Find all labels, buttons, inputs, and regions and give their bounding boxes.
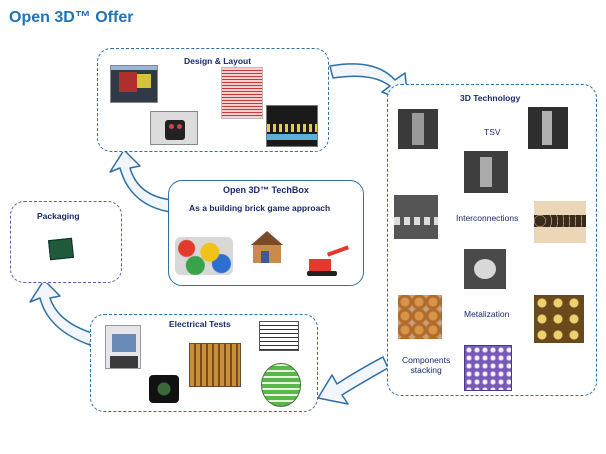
3d-technology-label: 3D Technology bbox=[460, 93, 521, 103]
tsv-sem-image-1 bbox=[398, 109, 438, 149]
probe-station bbox=[105, 325, 141, 369]
bump-grid-layout bbox=[221, 67, 263, 119]
arrow-techbox-to-design bbox=[109, 149, 173, 213]
layout-software-screenshot bbox=[110, 65, 158, 103]
packaged-chip bbox=[48, 237, 74, 261]
chip-layout-view bbox=[150, 111, 198, 145]
test-fixture-board bbox=[189, 343, 241, 387]
metalization-label: Metalization bbox=[464, 309, 510, 319]
solder-bump-image bbox=[464, 249, 506, 289]
techbox-label: Open 3D™ TechBox bbox=[223, 185, 309, 195]
metalization-image-2 bbox=[534, 295, 584, 343]
page-title: Open 3D™ Offer bbox=[9, 9, 134, 26]
wafer-dut bbox=[149, 375, 179, 403]
lego-excavator bbox=[305, 245, 353, 279]
package-layout-view bbox=[266, 105, 318, 147]
interconnections-label: Interconnections bbox=[456, 213, 519, 223]
techbox-subtitle: As a building brick game approach bbox=[189, 203, 331, 213]
components-stacking-label: Components stacking bbox=[402, 355, 451, 375]
metalization-image-1 bbox=[398, 295, 442, 339]
tsv-label: TSV bbox=[484, 127, 501, 137]
packaging-label: Packaging bbox=[37, 211, 80, 221]
tsv-sem-image-3 bbox=[464, 151, 508, 193]
test-wafer-map bbox=[261, 363, 301, 407]
arrow-tests-to-packaging bbox=[29, 279, 93, 346]
interconnections-image-2 bbox=[534, 201, 586, 243]
3d-technology-box: 3D Technology TSV Interconnections Metal… bbox=[387, 84, 597, 396]
tsv-sem-image-2 bbox=[528, 107, 568, 149]
packaging-box: Packaging bbox=[10, 201, 122, 283]
lego-bricks-pile bbox=[175, 237, 233, 275]
design-layout-box: Design & Layout bbox=[97, 48, 329, 152]
arrow-tech-to-tests bbox=[317, 356, 389, 405]
components-stacking-image bbox=[464, 345, 512, 391]
electrical-tests-box: Electrical Tests bbox=[90, 314, 318, 412]
design-layout-label: Design & Layout bbox=[184, 56, 252, 66]
techbox-box: Open 3D™ TechBox As a building brick gam… bbox=[168, 180, 364, 286]
electrical-tests-label: Electrical Tests bbox=[169, 319, 231, 329]
lego-house bbox=[247, 231, 287, 267]
wiring-schematic bbox=[259, 321, 299, 351]
interconnections-image-1 bbox=[394, 195, 438, 239]
